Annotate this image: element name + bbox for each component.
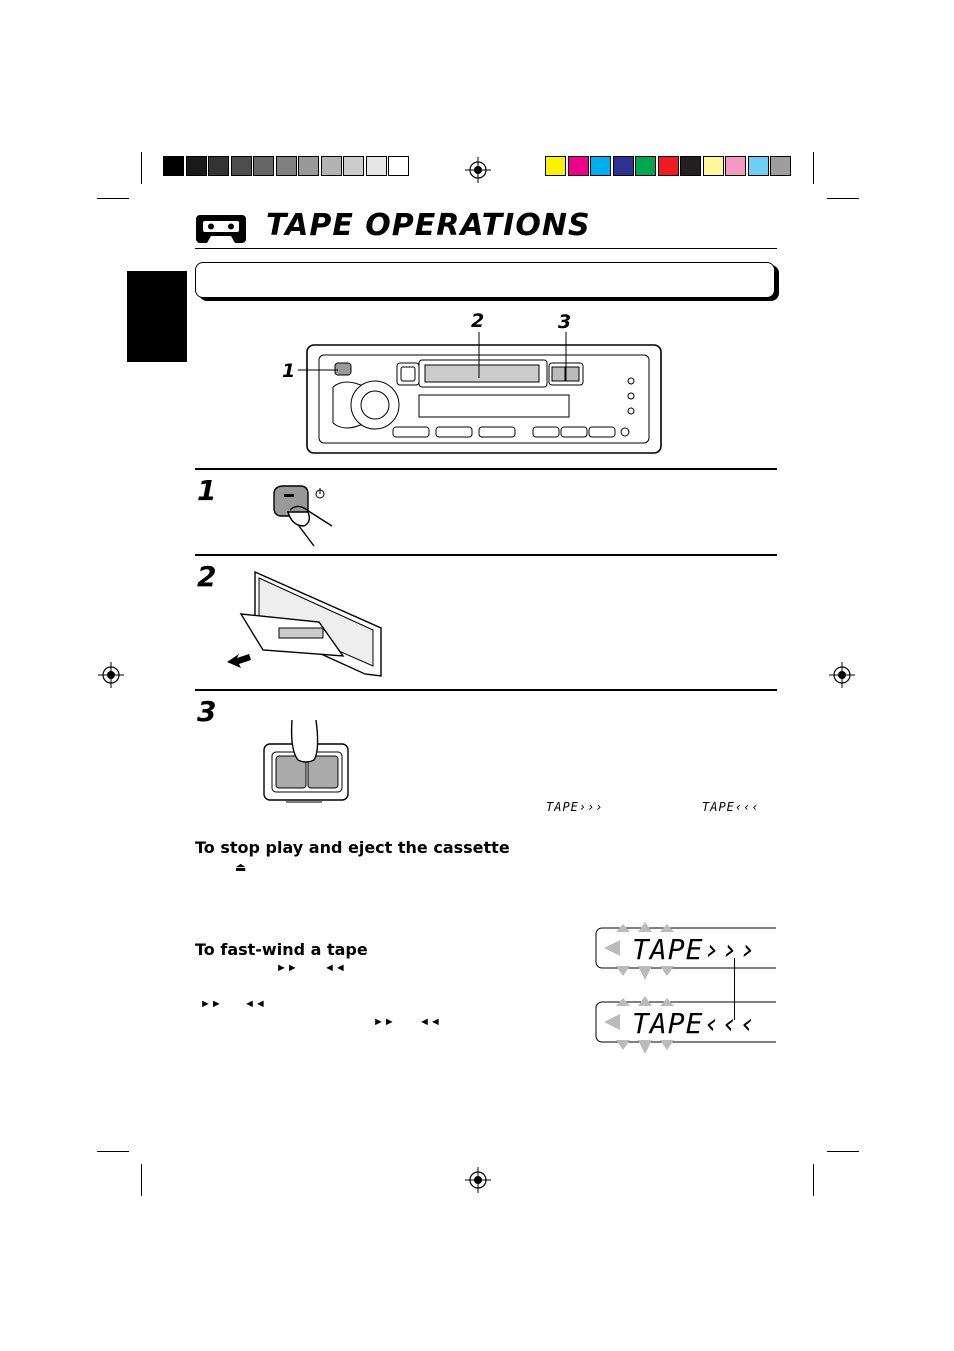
crop-mark bbox=[813, 152, 814, 184]
color-swatch bbox=[657, 156, 679, 176]
color-swatch bbox=[208, 156, 229, 176]
callout-1: 1 bbox=[282, 360, 296, 382]
color-swatch bbox=[343, 156, 364, 176]
fast-forward-icon: ►► bbox=[373, 1016, 395, 1028]
crop-mark bbox=[141, 152, 142, 184]
stop-eject-heading: To stop play and eject the cassette bbox=[195, 838, 510, 857]
callout-3: 3 bbox=[558, 311, 572, 333]
registration-mark-icon bbox=[465, 157, 491, 183]
fast-forward-icon: ►► bbox=[200, 998, 222, 1010]
crop-mark bbox=[97, 198, 129, 199]
step-rule bbox=[195, 468, 777, 470]
tape-direction-buttons-illustration bbox=[263, 720, 349, 803]
color-swatch bbox=[590, 156, 611, 176]
color-swatch bbox=[612, 156, 634, 176]
fast-forward-icon: ►► bbox=[276, 962, 298, 974]
registration-mark-icon bbox=[465, 1167, 491, 1193]
rewind-icon: ◄◄ bbox=[324, 962, 346, 974]
fast-wind-heading: To fast-wind a tape bbox=[195, 940, 368, 959]
lcd-tape-reverse-small: TAPE‹‹‹ bbox=[702, 800, 760, 814]
title-rule bbox=[195, 248, 777, 249]
lcd-display-reverse bbox=[595, 996, 776, 1054]
language-tab bbox=[127, 271, 187, 362]
cassette-insert-illustration bbox=[227, 570, 382, 677]
crop-mark bbox=[813, 1164, 814, 1196]
rewind-icon: ◄◄ bbox=[419, 1016, 441, 1028]
color-swatch bbox=[230, 156, 252, 176]
crop-mark bbox=[827, 198, 859, 199]
rewind-icon: ◄◄ bbox=[244, 998, 266, 1010]
crop-mark bbox=[141, 1164, 142, 1196]
eject-icon: ⏏ bbox=[235, 860, 247, 874]
color-swatch bbox=[253, 156, 274, 176]
lcd-display-forward bbox=[595, 922, 776, 980]
color-swatch bbox=[388, 156, 409, 176]
step-1-number: 1 bbox=[197, 474, 217, 507]
section-header-box bbox=[195, 262, 775, 298]
registration-mark-icon bbox=[829, 662, 855, 688]
cassette-icon bbox=[196, 215, 246, 243]
color-swatch bbox=[545, 156, 566, 176]
callout-2: 2 bbox=[471, 310, 485, 332]
step-rule bbox=[195, 554, 777, 556]
color-swatch bbox=[275, 156, 297, 176]
color-swatch bbox=[567, 156, 589, 176]
color-swatch bbox=[725, 156, 746, 176]
lcd-tape-reverse-large: TAPE‹‹‹ bbox=[632, 1007, 758, 1040]
page-title: TAPE OPERATIONS bbox=[266, 208, 591, 243]
lcd-tape-forward-small: TAPE››› bbox=[546, 800, 604, 814]
step-rule bbox=[195, 689, 777, 691]
step-3-number: 3 bbox=[197, 695, 217, 728]
step-2-number: 2 bbox=[197, 560, 217, 593]
color-swatch bbox=[365, 156, 387, 176]
crop-mark bbox=[827, 1151, 859, 1152]
color-swatch bbox=[185, 156, 207, 176]
head-unit-front-panel bbox=[306, 344, 662, 454]
registration-mark-icon bbox=[98, 662, 124, 688]
color-swatch bbox=[747, 156, 769, 176]
callout-leaders bbox=[298, 332, 567, 378]
color-swatch bbox=[635, 156, 656, 176]
power-button-press-illustration bbox=[273, 485, 333, 547]
lcd-tape-forward-large: TAPE››› bbox=[632, 933, 758, 966]
color-swatch bbox=[163, 156, 184, 176]
color-swatch bbox=[320, 156, 342, 176]
color-swatch bbox=[770, 156, 791, 176]
color-swatch bbox=[680, 156, 701, 176]
color-swatch bbox=[702, 156, 724, 176]
crop-mark bbox=[97, 1151, 129, 1152]
lcd-leader-line bbox=[734, 958, 735, 1020]
color-swatch bbox=[298, 156, 319, 176]
